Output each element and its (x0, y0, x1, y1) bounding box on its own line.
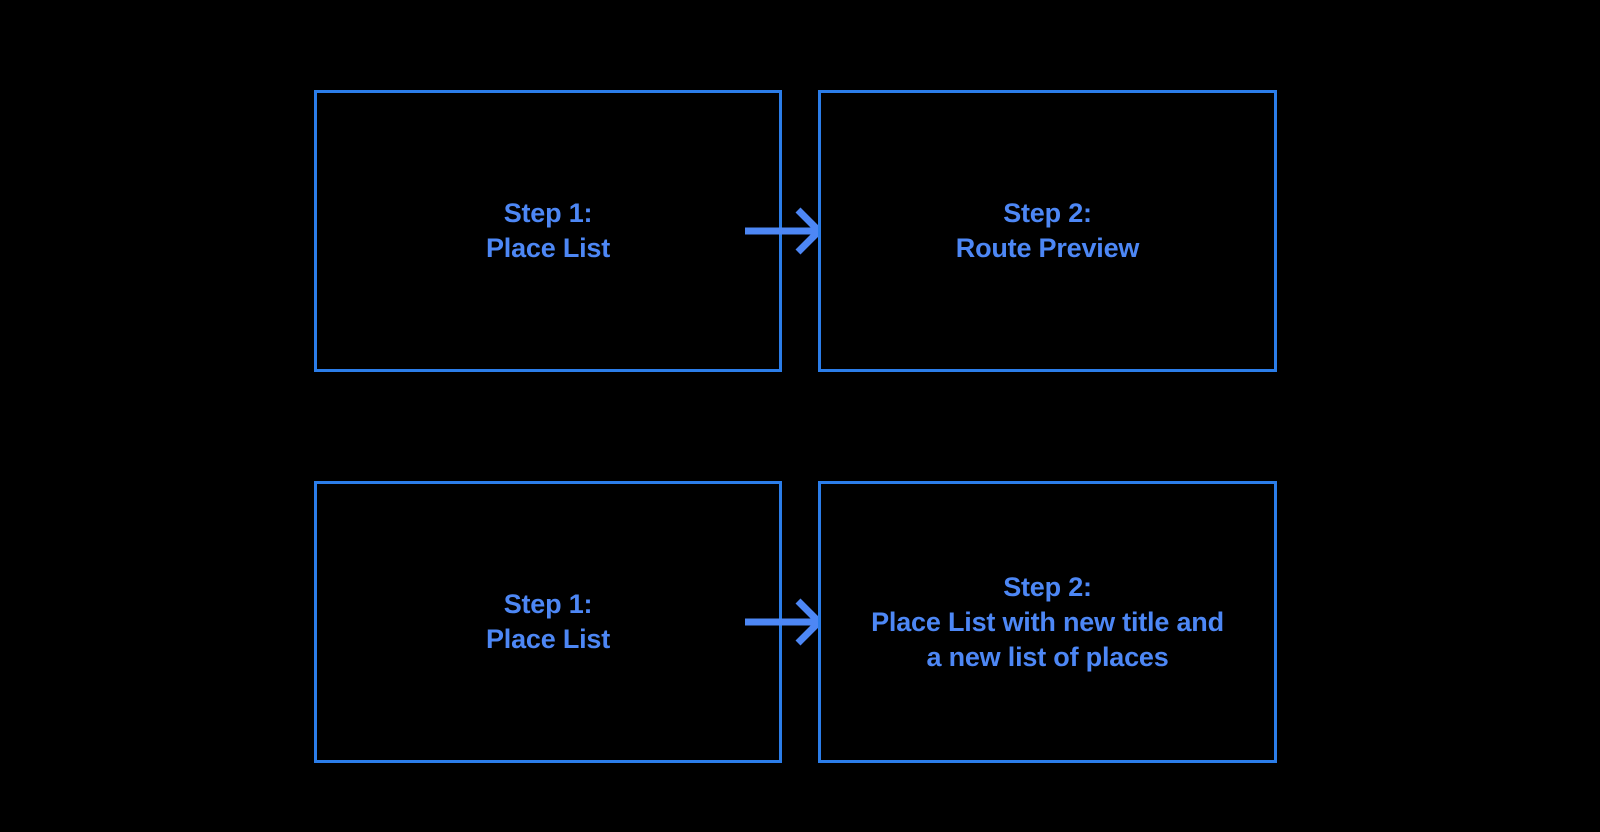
step-box-1-place-list-bottom[interactable]: Step 1: Place List (314, 481, 782, 763)
flow-row-new-place-list: Step 1: Place List Step 2: Place List wi… (0, 481, 1600, 763)
step-box-label: Step 1: Place List (485, 589, 611, 654)
step-box-label: Step 1: Place List (485, 198, 611, 263)
step-box-2-route-preview[interactable]: Step 2: Route Preview (818, 90, 1277, 372)
step-box-label: Step 2: Place List with new title and a … (871, 571, 1224, 672)
step-box-label: Step 2: Route Preview (955, 198, 1140, 263)
step-box-1-place-list-top[interactable]: Step 1: Place List (314, 90, 782, 372)
step-box-2-new-place-list[interactable]: Step 2: Place List with new title and a … (818, 481, 1277, 763)
flow-row-route-preview: Step 1: Place List Step 2: Route Preview (0, 90, 1600, 372)
